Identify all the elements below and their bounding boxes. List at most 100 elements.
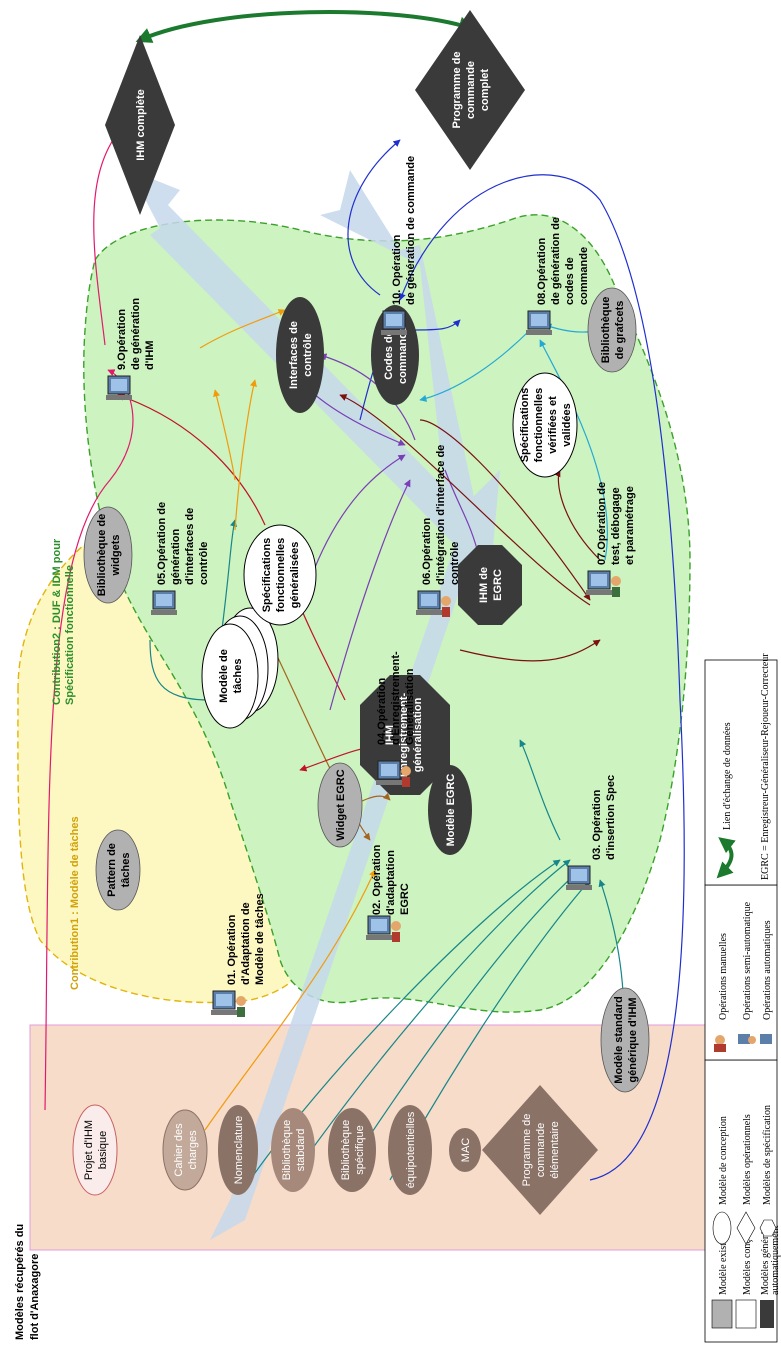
node-pattern-taches: Pattern de tâches bbox=[95, 829, 141, 911]
svg-text:Opérations manuelles: Opérations manuelles bbox=[718, 933, 729, 1020]
svg-text:test, débogage: test, débogage bbox=[610, 487, 622, 565]
svg-text:de grafcets: de grafcets bbox=[614, 301, 626, 360]
computer-icon bbox=[381, 310, 407, 335]
svg-text:IHM: IHM bbox=[384, 725, 396, 745]
svg-text:Modèles opérationnels: Modèles opérationnels bbox=[742, 1114, 753, 1205]
svg-text:Codes de: Codes de bbox=[383, 330, 395, 380]
svg-text:Contribution2 : DUF & IDM pour: Contribution2 : DUF & IDM pour bbox=[51, 538, 63, 705]
svg-text:04.Opération: 04.Opération bbox=[376, 677, 388, 745]
legend-shape-ellipse bbox=[712, 1211, 732, 1245]
contribution2-label: Contribution2 : DUF & IDM pour Spécifica… bbox=[51, 538, 76, 705]
svg-text:charges: charges bbox=[187, 1130, 199, 1170]
node-modele-egrc: Modèle EGRC bbox=[428, 765, 472, 855]
node-bibliotheque-widgets: Bibliothèque de widgets bbox=[83, 506, 133, 604]
svg-text:Programme de: Programme de bbox=[521, 1114, 533, 1187]
svg-text:d'Adaptation de: d'Adaptation de bbox=[240, 902, 252, 985]
node-ihm-egrc: IHM de EGRC bbox=[458, 545, 522, 625]
svg-text:Opérations semi-automatique: Opérations semi-automatique bbox=[742, 901, 753, 1020]
svg-text:validées: validées bbox=[561, 403, 573, 446]
svg-text:contrôle: contrôle bbox=[449, 542, 461, 585]
svg-text:d'adaptation: d'adaptation bbox=[385, 850, 397, 915]
svg-text:complet: complet bbox=[479, 69, 491, 112]
node-equipotentielles: équipotentielles bbox=[388, 1105, 432, 1195]
svg-text:générique d'IHM: générique d'IHM bbox=[627, 997, 639, 1082]
label-op06: 06.Opération d'intégration d'interface d… bbox=[421, 445, 461, 585]
node-bibliotheque-specifique: Bibliothèque spécifique bbox=[328, 1108, 376, 1192]
svg-text:03. Opération: 03. Opération bbox=[591, 789, 603, 860]
svg-text:tâches: tâches bbox=[232, 659, 244, 694]
svg-text:stabdard: stabdard bbox=[295, 1129, 307, 1172]
node-nomenclature: Nomenclature bbox=[218, 1105, 258, 1195]
computer-icon bbox=[586, 570, 621, 597]
svg-text:9.Opération: 9.Opération bbox=[116, 309, 128, 370]
svg-text:Spécification fonctionnelle: Spécification fonctionnelle bbox=[64, 565, 76, 705]
computer-icon bbox=[106, 375, 132, 400]
computer-icon bbox=[366, 915, 401, 942]
svg-text:Modèles de spécification: Modèles de spécification bbox=[762, 1105, 773, 1205]
svg-text:Spécifications: Spécifications bbox=[261, 538, 273, 613]
legend-icon-semi-auto bbox=[738, 1034, 756, 1044]
svg-text:Modèles générés: Modèles générés bbox=[760, 1227, 771, 1295]
svg-text:d'IHM: d'IHM bbox=[144, 341, 156, 371]
svg-text:contrôle: contrôle bbox=[302, 333, 314, 376]
svg-text:Bibliothèque: Bibliothèque bbox=[340, 1120, 352, 1181]
node-projet-ihm: Projet d'IHM basique bbox=[72, 1104, 118, 1196]
svg-text:contrôle: contrôle bbox=[198, 542, 210, 585]
svg-text:Bibliothèque: Bibliothèque bbox=[600, 297, 612, 364]
svg-text:de génération de: de génération de bbox=[550, 217, 562, 305]
svg-text:MAC: MAC bbox=[460, 1138, 472, 1163]
svg-text:Lien d'échange de données: Lien d'échange de données bbox=[722, 722, 733, 830]
label-op10: 10. Opération de génération de commande bbox=[391, 156, 417, 305]
svg-text:08.Opération: 08.Opération bbox=[536, 237, 548, 305]
label-op03: 03. Opération d'insertion Spec bbox=[591, 775, 617, 860]
label-op04: 04.Opération d'Enregistrement- Généralis… bbox=[376, 651, 416, 745]
computer-icon bbox=[211, 990, 246, 1017]
svg-text:EGRC: EGRC bbox=[399, 883, 411, 915]
svg-text:Enregistrement-: Enregistrement- bbox=[398, 692, 410, 777]
svg-text:Opérations automatiques: Opérations automatiques bbox=[762, 920, 773, 1020]
svg-text:05.Opération de: 05.Opération de bbox=[156, 502, 168, 585]
svg-text:commande: commande bbox=[397, 326, 409, 384]
node-spec-verifiees: Spécifications fonctionnelles vérifiées … bbox=[512, 372, 578, 478]
svg-text:élémentaire: élémentaire bbox=[549, 1121, 561, 1178]
label-op08: 08.Opération de génération de codes de c… bbox=[536, 217, 590, 305]
svg-text:Modèle standard: Modèle standard bbox=[613, 996, 625, 1083]
svg-text:Widget EGRC: Widget EGRC bbox=[335, 769, 347, 840]
svg-text:widgets: widgets bbox=[110, 535, 122, 577]
legend-swatch-existants bbox=[711, 1299, 733, 1329]
svg-text:commande: commande bbox=[465, 61, 477, 119]
legend-swatch-generes bbox=[760, 1300, 774, 1328]
node-programme-complet: Programme de commande complet bbox=[415, 10, 525, 170]
svg-text:Modèle de: Modèle de bbox=[218, 649, 230, 703]
node-programme-elementaire: Programme de commande élémentaire bbox=[482, 1085, 598, 1215]
svg-text:spécifique: spécifique bbox=[354, 1125, 366, 1175]
svg-text:codes de: codes de bbox=[564, 257, 576, 305]
contribution1-label: Contribution1 : Modèle de tâches bbox=[69, 816, 81, 990]
svg-text:Spécifications: Spécifications bbox=[519, 388, 531, 463]
legend-swatch-concus bbox=[735, 1299, 757, 1329]
label-op07: 07.Opération de test, débogage et paramé… bbox=[596, 482, 636, 565]
svg-text:d'interfaces de: d'interfaces de bbox=[184, 508, 196, 585]
node-spec-generalisees: Spécifications fonctionnelles généralisé… bbox=[243, 524, 317, 626]
svg-text:tâches: tâches bbox=[120, 853, 132, 888]
svg-text:EGRC = Enregistreur-Généralise: EGRC = Enregistreur-Généraliseur-Rejoueu… bbox=[760, 653, 771, 880]
svg-text:génération: génération bbox=[170, 528, 182, 585]
svg-text:et paramétrage: et paramétrage bbox=[624, 486, 636, 565]
svg-text:de génération de commande: de génération de commande bbox=[405, 156, 417, 305]
svg-text:flot d'Anaxagore: flot d'Anaxagore bbox=[29, 1254, 41, 1340]
computer-icon bbox=[376, 760, 411, 787]
svg-text:d'intégration d'interface de: d'intégration d'interface de bbox=[435, 445, 447, 585]
svg-text:d'Enregistrement-: d'Enregistrement- bbox=[390, 651, 402, 745]
computer-icon bbox=[566, 865, 592, 890]
svg-text:équipotentielles: équipotentielles bbox=[405, 1111, 417, 1188]
computer-icon bbox=[526, 310, 552, 335]
node-cahier-des-charges: Cahier des charges bbox=[162, 1109, 208, 1191]
svg-text:Nomenclature: Nomenclature bbox=[233, 1116, 245, 1184]
node-interfaces-controle: Interfaces de contrôle bbox=[276, 297, 324, 413]
svg-text:Modèle EGRC: Modèle EGRC bbox=[445, 774, 457, 847]
legend-link-arrow bbox=[716, 837, 736, 879]
node-bibliotheque-grafcets: Bibliothèque de grafcets bbox=[587, 287, 637, 373]
svg-text:IHM complète: IHM complète bbox=[135, 89, 147, 161]
svg-text:généralisation: généralisation bbox=[412, 697, 424, 772]
